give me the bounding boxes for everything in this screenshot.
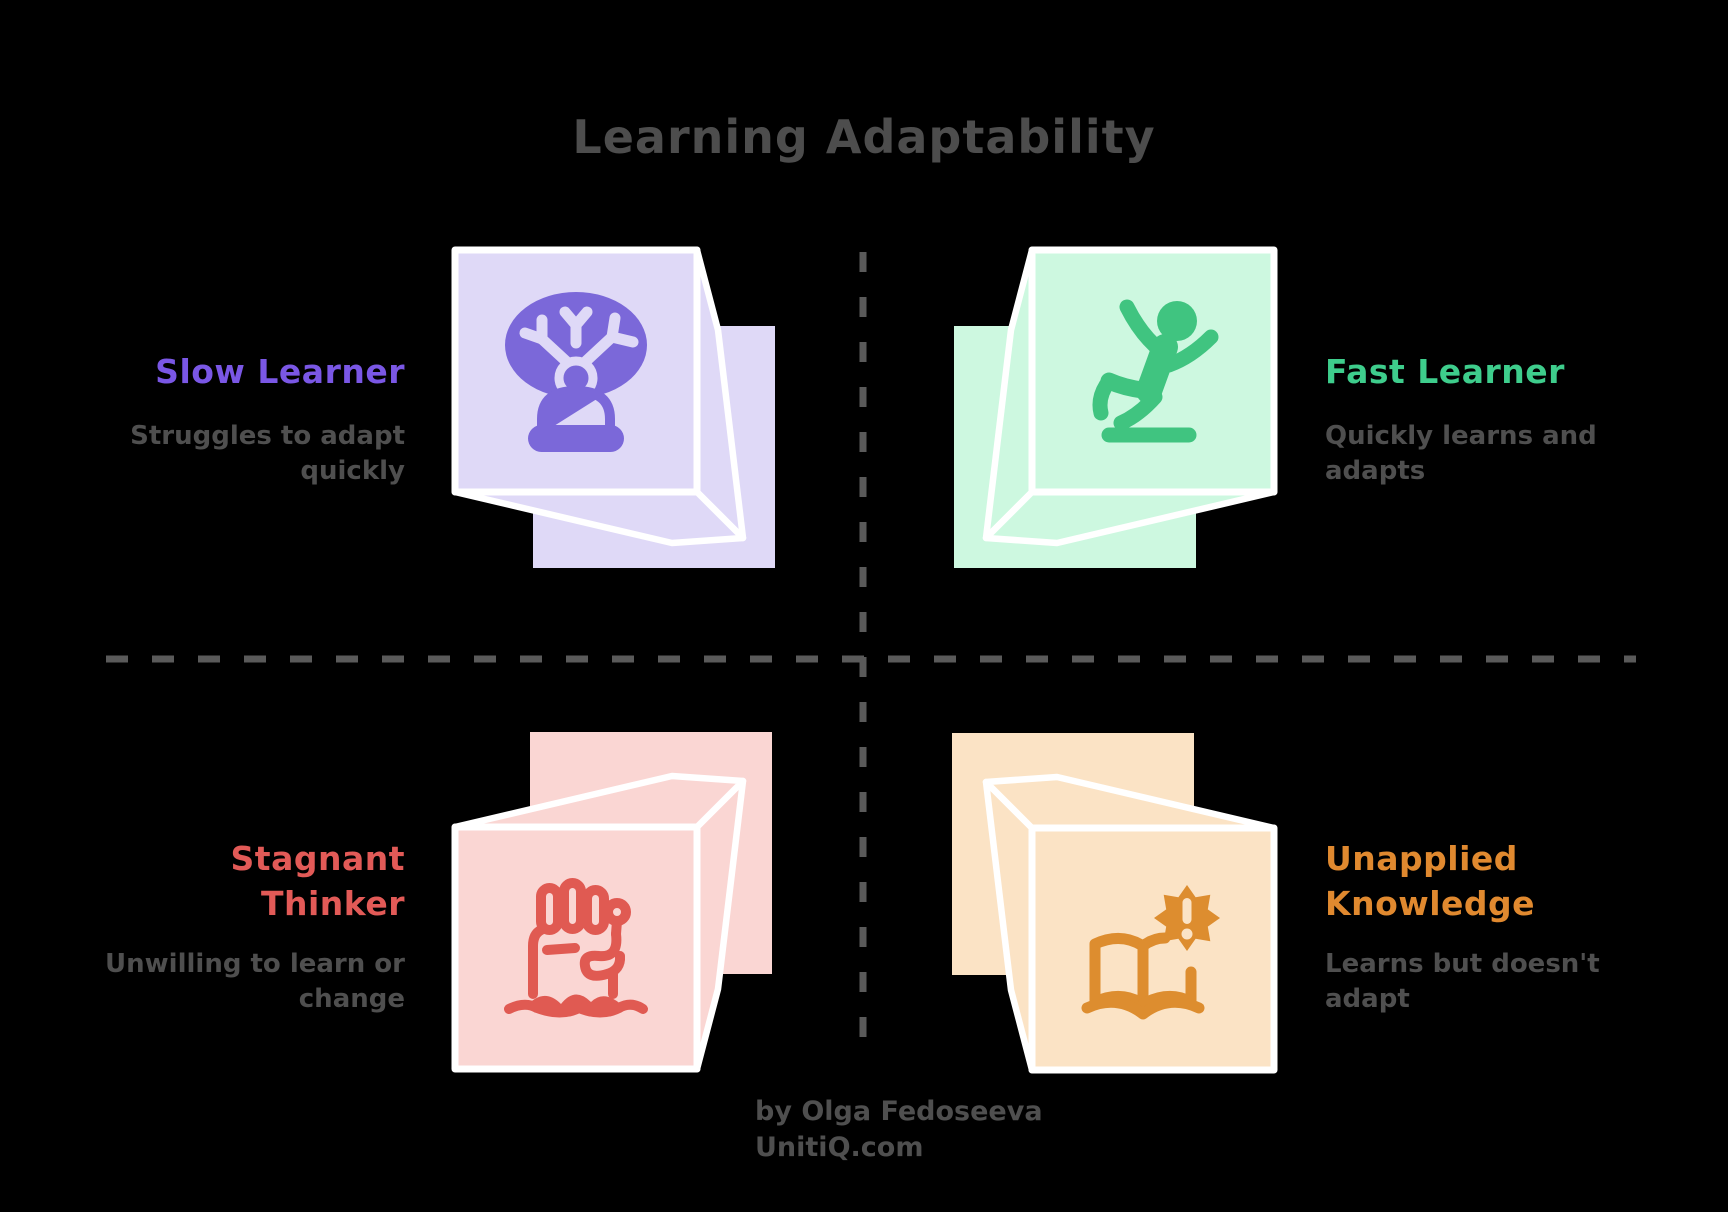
footer-credit: by Olga Fedoseeva UnitiQ.com xyxy=(755,1094,1043,1165)
page-title: Learning Adaptability xyxy=(572,110,1156,164)
footer-website: UnitiQ.com xyxy=(755,1131,924,1163)
footer-byline: by Olga Fedoseeva xyxy=(755,1096,1043,1127)
